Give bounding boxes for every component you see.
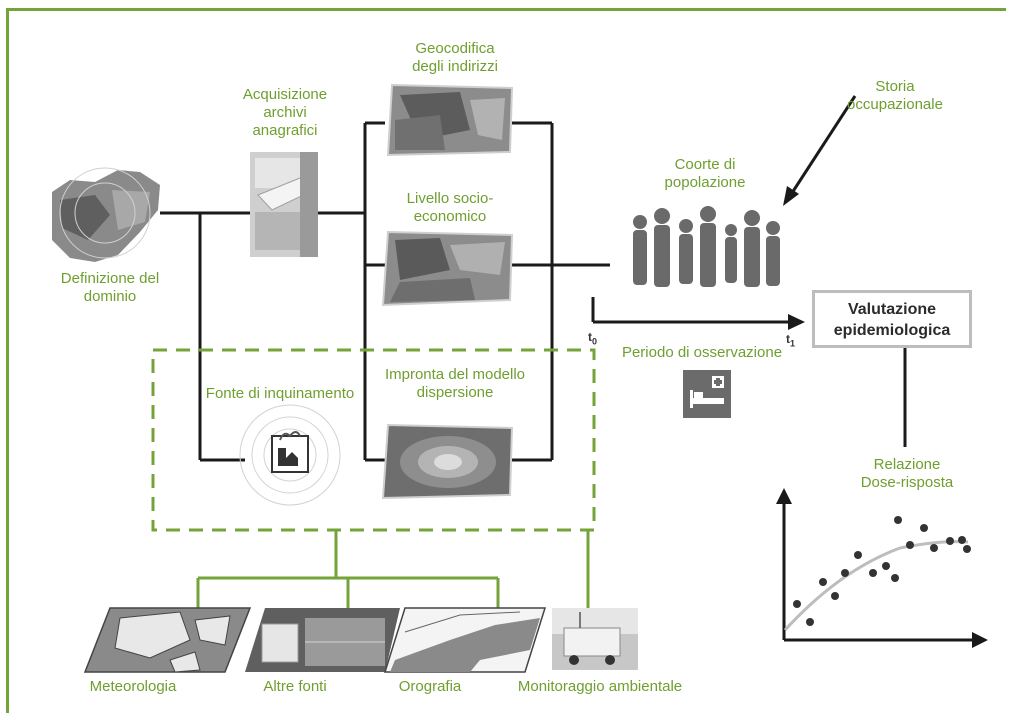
storia-arrow-head: [783, 186, 799, 206]
orografia-label: Orografia: [398, 678, 462, 695]
t1-label: t1: [786, 332, 796, 349]
dispersion-map-icon: [381, 423, 514, 500]
green-branch-lines: [196, 530, 590, 608]
monitoring-station-photo-icon: [552, 608, 638, 670]
orography-map-icon: [383, 607, 547, 673]
meteorology-map-icon: [83, 607, 252, 673]
archive-drawer-icon: [250, 152, 318, 257]
socioeconomic-map-icon: [381, 230, 514, 307]
population-silhouettes-icon: [633, 206, 780, 287]
time-arrow-head: [788, 314, 805, 330]
green-frame: [6, 8, 1006, 713]
hospital-bed-icon: [683, 370, 731, 418]
livello-label: Livello socio-economico: [406, 190, 494, 225]
dose-response-plot-icon: [776, 488, 988, 648]
pollution-source-icon: [239, 404, 341, 506]
geocoding-map-icon: [386, 83, 514, 157]
flow-lines: [160, 95, 907, 462]
t0-label: t0: [588, 330, 598, 347]
monitoraggio-label: Monitoraggio ambientale: [517, 678, 683, 695]
dominio-map-icon: [52, 167, 160, 262]
fonte-label: Fonte di inquinamento: [205, 385, 355, 402]
meteorologia-label: Meteorologia: [89, 678, 177, 695]
dashed-group-box: [151, 348, 596, 532]
periodo-label: Periodo di osservazione: [621, 344, 783, 361]
other-sources-photo-icon: [245, 608, 400, 672]
altre-fonti-label: Altre fonti: [263, 678, 327, 695]
